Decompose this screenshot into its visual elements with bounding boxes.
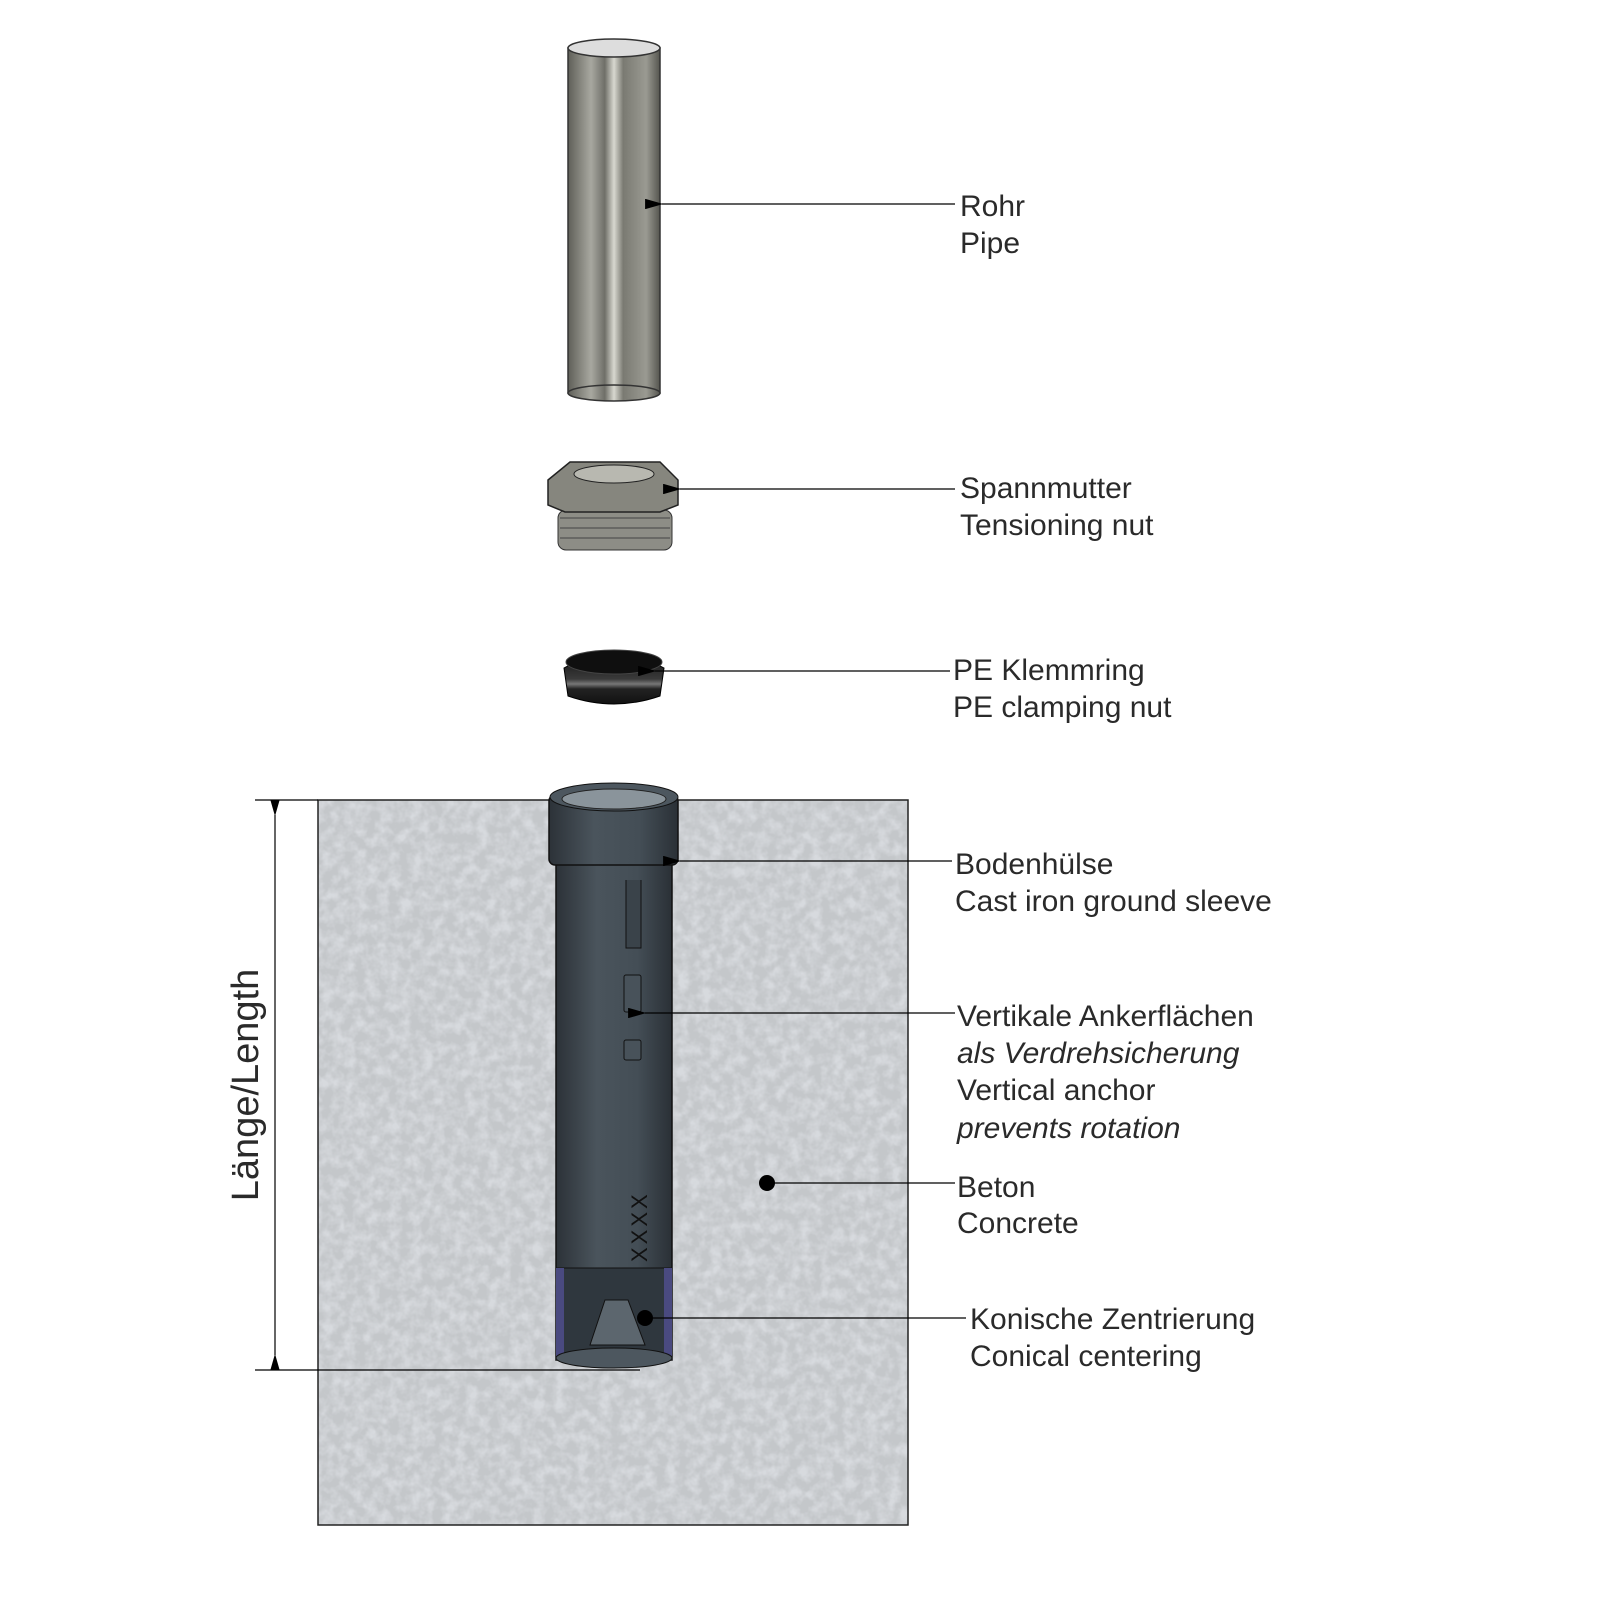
anchor-label-en-sub: prevents rotation bbox=[956, 1112, 1180, 1145]
sleeve-marking: XXXX bbox=[627, 1191, 652, 1262]
anchor-face bbox=[623, 974, 642, 1013]
anchor-face bbox=[623, 1039, 642, 1061]
cone-dot bbox=[637, 1310, 653, 1326]
pipe-label-de: Rohr bbox=[960, 190, 1025, 223]
pe-clamping-ring bbox=[563, 649, 665, 705]
pipe-label-en: Pipe bbox=[960, 227, 1020, 260]
callout-labels: Rohr Pipe Spannmutter Tensioning nut PE … bbox=[953, 190, 1272, 1373]
anchor-label-en: Vertical anchor bbox=[957, 1074, 1155, 1107]
ring-label-de: PE Klemmring bbox=[953, 654, 1145, 687]
ground-sleeve: XXXX bbox=[548, 782, 679, 1369]
length-dimension: Länge/Length bbox=[225, 799, 640, 1371]
cone-label-en: Conical centering bbox=[970, 1340, 1202, 1373]
ring-label-en: PE clamping nut bbox=[953, 691, 1172, 724]
nut-label-en: Tensioning nut bbox=[960, 509, 1154, 542]
pipe bbox=[567, 38, 661, 402]
concrete-dot bbox=[759, 1175, 775, 1191]
cone-label-de: Konische Zentrierung bbox=[970, 1303, 1255, 1336]
leader-lines bbox=[628, 198, 966, 1319]
concrete-label-en: Concrete bbox=[957, 1207, 1079, 1240]
concrete-label-de: Beton bbox=[957, 1171, 1035, 1204]
length-label: Länge/Length bbox=[225, 969, 267, 1201]
anchor-label-de: Vertikale Ankerflächen bbox=[957, 1000, 1254, 1033]
nut-label-de: Spannmutter bbox=[960, 472, 1132, 505]
sleeve-label-de: Bodenhülse bbox=[955, 848, 1113, 881]
anchor-label-de-sub: als Verdrehsicherung bbox=[957, 1037, 1240, 1070]
tensioning-nut bbox=[547, 461, 679, 551]
sleeve-label-en: Cast iron ground sleeve bbox=[955, 885, 1272, 918]
